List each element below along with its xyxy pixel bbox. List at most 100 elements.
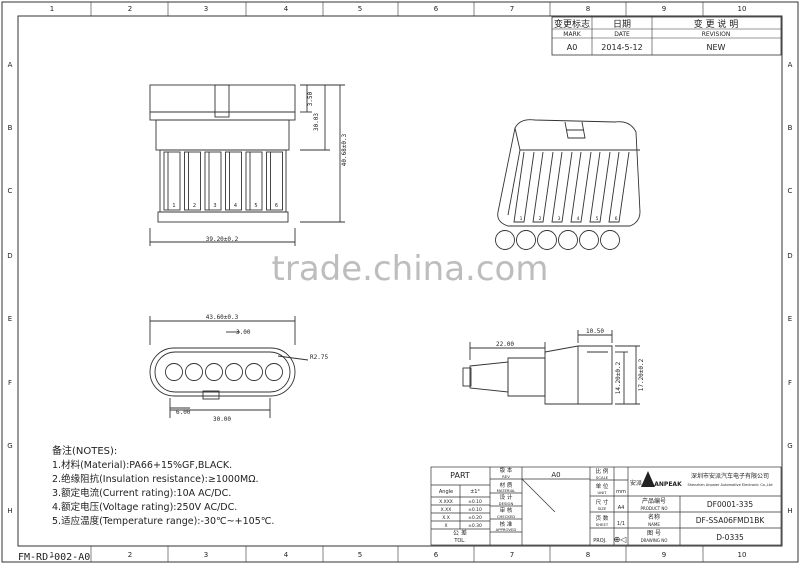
grid-col-label: 1: [50, 5, 54, 13]
pin-label: 5: [254, 203, 257, 209]
grid-row-label: B: [8, 124, 13, 132]
rev-header-date-en: DATE: [614, 31, 630, 38]
tb-name-label-en: NAME: [648, 522, 660, 527]
iso-pin-hole: [495, 230, 515, 250]
tol-value: ±0.30: [468, 523, 482, 529]
pin-slot: [163, 151, 181, 211]
iso-pin-label: 3: [558, 216, 561, 222]
iso-pin-hole: [558, 230, 578, 250]
iso-pin-hole: [537, 230, 557, 250]
note-item: 5.适应温度(Temperature range):-30℃~+105℃.: [52, 515, 274, 527]
rev-header-date: 日期: [613, 19, 631, 30]
grid-col-label: 9: [662, 5, 666, 13]
grid-row-label: H: [787, 507, 792, 515]
watermark: trade.china.com: [272, 249, 549, 289]
tb-rev-value: A0: [551, 471, 560, 479]
dim-front-mid: 30.03: [313, 113, 320, 131]
rev-header-revision-en: REVISION: [702, 31, 731, 38]
tb-drawing-no-label-en: DRAWING NO: [641, 538, 668, 543]
title-block-text: PART Angle ±1° X.XXX±0.10X.XX±0.10X.X±0.…: [439, 466, 773, 544]
iso-slot: [551, 151, 573, 223]
grid-col-label: 3: [204, 551, 208, 559]
rev-revision-value: NEW: [707, 43, 726, 52]
tb-scale-en: SCALE: [596, 475, 609, 480]
dim-front-top: 3.50: [307, 91, 314, 106]
grid-col-label: 6: [434, 551, 439, 559]
tb-label-cn: 材 质: [500, 481, 513, 489]
note-item: 2.绝缘阻抗(Insulation resistance):≥1000MΩ.: [52, 473, 258, 485]
rev-header-mark-en: MARK: [563, 31, 581, 38]
grid-col-label: 1: [50, 551, 54, 559]
tb-scale-cn: 单 位: [596, 482, 609, 490]
grid-col-label: 8: [586, 551, 590, 559]
grid-row-label: C: [788, 187, 793, 195]
iso-pin-hole: [579, 230, 599, 250]
pin-slot: [184, 151, 201, 211]
revision-table: 变更标志 日期 变 更 说 明 MARK DATE REVISION A0 20…: [551, 16, 782, 56]
grid-row-label: A: [788, 61, 793, 69]
dim-front-width: 39.20±0.2: [206, 236, 239, 243]
pin-hole: [165, 363, 183, 381]
dim-front-height: 40.68±0.3: [341, 133, 348, 166]
note-item: 3.额定电流(Current rating):10A AC/DC.: [52, 487, 231, 499]
grid-col-label: 4: [284, 551, 289, 559]
iso-slot: [589, 151, 611, 223]
pin-hole: [185, 363, 203, 381]
grid-row-label: G: [787, 442, 792, 450]
tb-label-en: CHECKED: [497, 514, 515, 519]
grid-col-label: 2: [128, 551, 132, 559]
pin-label: 2: [193, 203, 196, 209]
pin-label: 6: [275, 203, 278, 209]
note-item: 4.额定电压(Voltage rating):250V AC/DC.: [52, 501, 237, 513]
pin-hole: [205, 363, 223, 381]
grid-row-label: G: [7, 442, 12, 450]
rev-header-revision: 变 更 说 明: [694, 18, 739, 30]
side-view: [462, 330, 640, 405]
grid-col-label: 2: [128, 5, 132, 13]
grid-row-label: F: [788, 379, 792, 387]
iso-pin-label: 2: [539, 216, 542, 222]
grid-row-label: D: [787, 252, 792, 260]
pin-slot: [266, 151, 283, 211]
notes: 备注(NOTES): 1.材料(Material):PA66+15%GF,BLA…: [52, 444, 274, 527]
rev-mark-value: A0: [567, 43, 578, 52]
pin-slot: [204, 151, 222, 211]
rev-header-mark: 变更标志: [554, 18, 590, 30]
grid-col-label: 10: [738, 551, 747, 559]
pin-hole: [225, 363, 243, 381]
dim-bottom-c: 30.00: [213, 416, 231, 423]
pin-label: 4: [234, 203, 237, 209]
tb-scale-cn: 页 数: [596, 514, 609, 522]
tol-key: X.XX: [441, 507, 452, 513]
tb-product-no: DF0001-335: [707, 500, 753, 509]
tb-sheet: 1/1: [617, 521, 625, 527]
tol-key: X.X: [442, 515, 450, 521]
rev-date-value: 2014-5-12: [601, 43, 642, 52]
grid-col-label: 9: [662, 551, 666, 559]
pin-slot: [225, 151, 242, 211]
pin-label: 3: [213, 203, 216, 209]
tb-scale-cn: 比 例: [596, 467, 609, 475]
inner-frame: [17, 15, 783, 547]
tb-proj: PROJ.: [593, 538, 607, 544]
dim-side-b: 10.50: [586, 328, 604, 335]
tb-company-en: Shenzhen Anpaier Automotive Electronic C…: [687, 483, 772, 487]
tol-value: ±0.10: [468, 499, 482, 505]
tb-tol-en: TOL.: [453, 538, 466, 544]
grid-row-label: B: [788, 124, 793, 132]
tb-product-no-label: 产品编号: [642, 497, 666, 505]
tb-label-cn: 版 本: [500, 466, 513, 474]
iso-pin-hole: [600, 230, 620, 250]
dim-side-h2: 17.20±0.2: [638, 358, 645, 391]
grid-col-label: 3: [204, 5, 208, 13]
iso-slot: [532, 151, 554, 223]
grid-col-label: 8: [586, 5, 590, 13]
grid-row-label: A: [8, 61, 13, 69]
tb-label-en: REV: [502, 474, 510, 479]
tb-drawing-no-label: 图 号: [647, 530, 661, 537]
tb-scale-cn: 尺 寸: [596, 498, 609, 506]
